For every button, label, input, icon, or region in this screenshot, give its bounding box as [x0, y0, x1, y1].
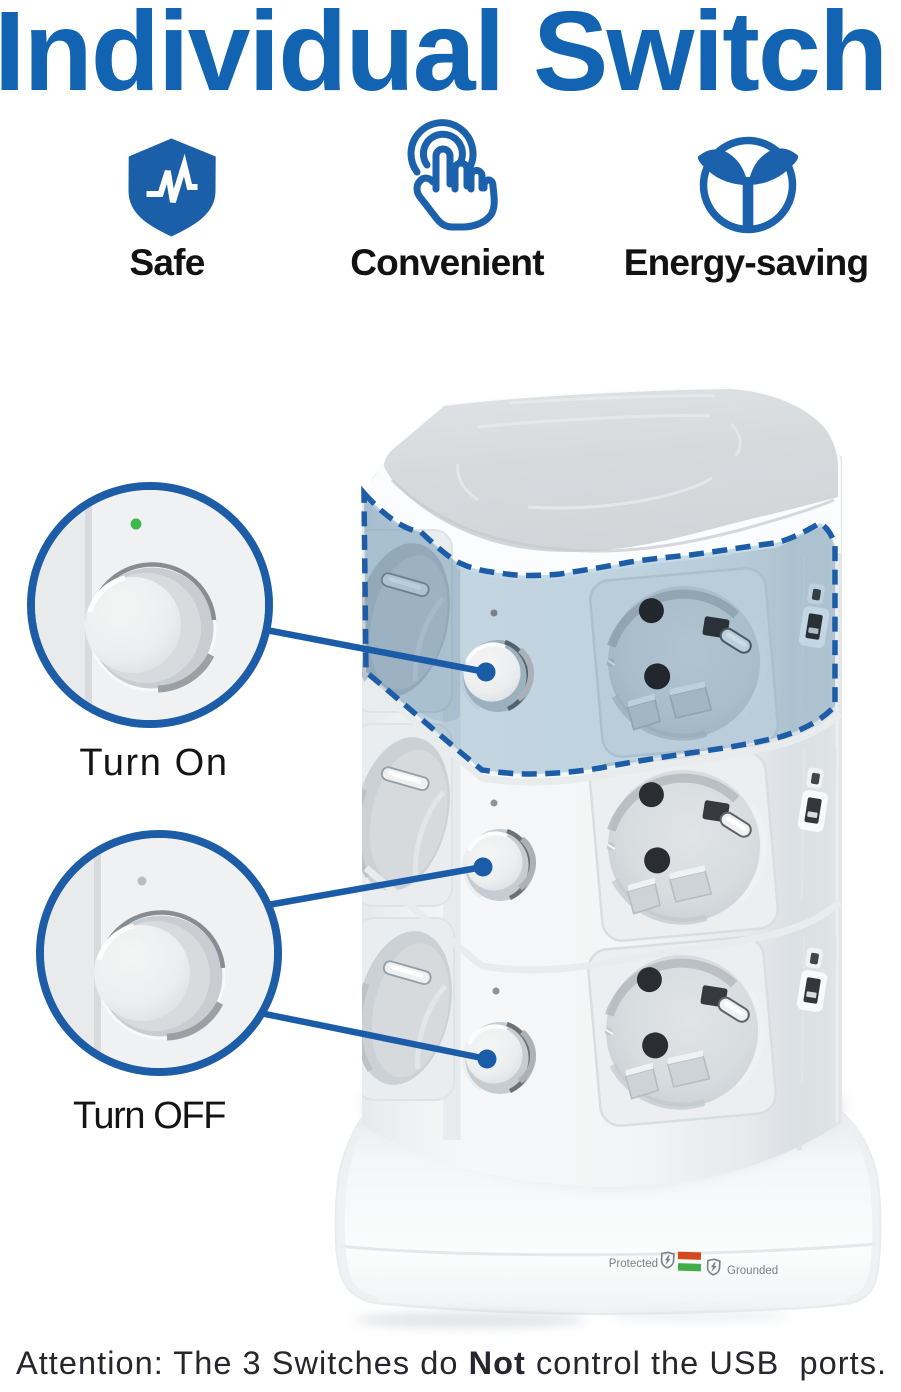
svg-text:Safe: Safe — [130, 242, 205, 283]
svg-text:Protected: Protected — [609, 1258, 658, 1270]
svg-text:Energy-saving: Energy-saving — [624, 242, 869, 283]
svg-text:Convenient: Convenient — [350, 242, 544, 283]
svg-text:Grounded: Grounded — [727, 1265, 778, 1277]
svg-text:Attention: The 3 Switches do N: Attention: The 3 Switches do Not control… — [16, 1345, 887, 1381]
svg-text:Turn On: Turn On — [79, 742, 228, 784]
svg-text:Individual Switch: Individual Switch — [0, 0, 886, 114]
svg-text:Turn OFF: Turn OFF — [73, 1095, 225, 1137]
